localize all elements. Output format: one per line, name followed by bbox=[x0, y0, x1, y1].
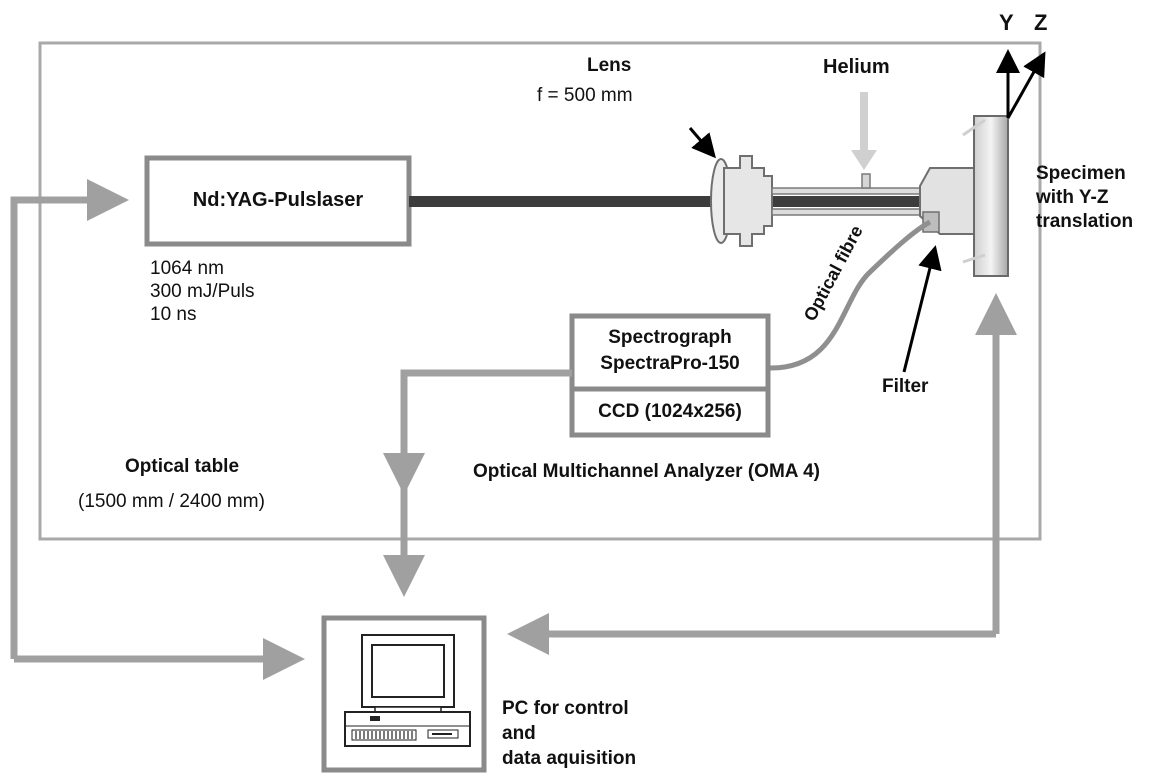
spectrograph-label-line1: Spectrograph bbox=[608, 327, 732, 348]
optical-fibre bbox=[767, 219, 932, 371]
laser-box bbox=[144, 155, 412, 247]
optical-table-dims: (1500 mm / 2400 mm) bbox=[78, 491, 265, 512]
lens-pointer-arrow bbox=[688, 127, 716, 159]
oma-label: Optical Multichannel Analyzer (OMA 4) bbox=[473, 461, 820, 482]
optical-table-frame bbox=[38, 41, 1042, 541]
lens-title: Lens bbox=[587, 55, 632, 76]
pc-to-specimen-link bbox=[507, 293, 1017, 655]
axis-z-label: Z bbox=[1034, 10, 1048, 35]
pc-to-laser-link bbox=[10, 179, 305, 680]
laser-name: Nd:YAG-Pulslaser bbox=[192, 189, 364, 211]
lens-focal-length: f = 500 mm bbox=[537, 85, 633, 106]
filter-pointer-arrow bbox=[902, 245, 942, 373]
spectrograph-label-line2: SpectraPro-150 bbox=[600, 353, 740, 374]
laser-beam bbox=[409, 196, 934, 207]
pc-to-oma-link bbox=[383, 369, 572, 597]
specimen-label-line3: translation bbox=[1036, 211, 1134, 232]
specimen-label-line1: Specimen bbox=[1036, 163, 1126, 184]
axis-y-label: Y bbox=[999, 10, 1014, 35]
pc-label-line3: data aquisition bbox=[502, 748, 637, 769]
pc-label-line1: PC for control bbox=[502, 698, 629, 719]
laser-spec-wavelength: 1064 nm bbox=[150, 258, 224, 279]
pc-label-line2: and bbox=[502, 723, 536, 744]
specimen-label-line2: with Y-Z bbox=[1036, 187, 1109, 208]
laser-spec-energy: 300 mJ/Puls bbox=[150, 281, 255, 302]
filter-label: Filter bbox=[882, 376, 929, 397]
helium-label: Helium bbox=[823, 56, 890, 78]
lens-tube-assembly bbox=[710, 155, 976, 247]
specimen-plate bbox=[973, 115, 1009, 277]
helium-inlet-arrow bbox=[851, 92, 877, 170]
optical-table-title: Optical table bbox=[125, 456, 240, 477]
ccd-label: CCD (1024x256) bbox=[598, 401, 742, 422]
laser-spec-duration: 10 ns bbox=[150, 304, 197, 325]
computer-icon bbox=[344, 634, 471, 747]
yz-axes bbox=[996, 49, 1046, 119]
